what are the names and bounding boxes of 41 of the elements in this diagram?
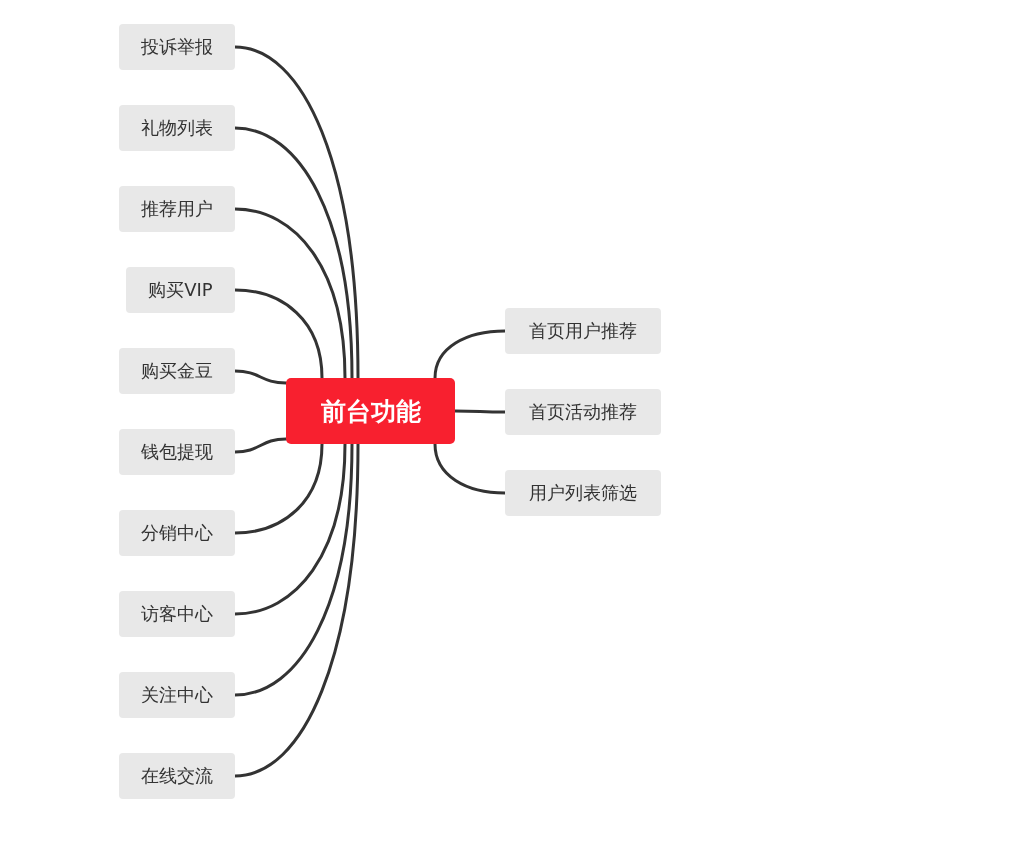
topic-box bbox=[119, 753, 235, 799]
topic-label: 投诉举报 bbox=[141, 38, 213, 56]
topic-box bbox=[126, 267, 235, 313]
topic-label: 分销中心 bbox=[141, 524, 213, 542]
connector-line bbox=[233, 369, 288, 385]
topic-box bbox=[119, 348, 235, 394]
topic-box bbox=[119, 591, 235, 637]
topic-label: 前台功能 bbox=[320, 398, 421, 424]
connector-line bbox=[233, 126, 354, 380]
topic-box bbox=[119, 105, 235, 151]
topic-box bbox=[119, 186, 235, 232]
connector-line bbox=[233, 442, 347, 616]
topic-box bbox=[505, 308, 661, 354]
topic-label: 访客中心 bbox=[141, 605, 213, 623]
topic-label: 购买金豆 bbox=[141, 362, 213, 380]
topic-label: 礼物列表 bbox=[141, 119, 213, 137]
topic-box bbox=[119, 24, 235, 70]
topic-label: 在线交流 bbox=[141, 767, 213, 785]
topic-label: 用户列表筛选 bbox=[529, 484, 637, 502]
central-topic-box bbox=[286, 378, 455, 444]
topic-label: 钱包提现 bbox=[141, 443, 213, 461]
connector-line bbox=[233, 45, 360, 380]
topic-label: 首页活动推荐 bbox=[529, 403, 637, 421]
connector-line bbox=[233, 207, 347, 380]
connector-line bbox=[233, 442, 324, 535]
connector-line bbox=[453, 409, 507, 414]
topic-label: 首页用户推荐 bbox=[529, 322, 637, 340]
topic-box bbox=[505, 470, 661, 516]
topic-label: 购买VIP bbox=[148, 281, 213, 299]
connector-line bbox=[433, 442, 507, 495]
connector-line bbox=[233, 442, 360, 778]
connector-line bbox=[233, 442, 354, 697]
topic-box bbox=[505, 389, 661, 435]
topic-label: 推荐用户 bbox=[141, 200, 213, 218]
connector-line bbox=[433, 329, 507, 380]
topic-label: 关注中心 bbox=[141, 686, 213, 704]
connector-line bbox=[233, 288, 324, 380]
topic-box bbox=[119, 429, 235, 475]
topic-box bbox=[119, 510, 235, 556]
topic-box bbox=[119, 672, 235, 718]
connector-line bbox=[233, 437, 288, 454]
